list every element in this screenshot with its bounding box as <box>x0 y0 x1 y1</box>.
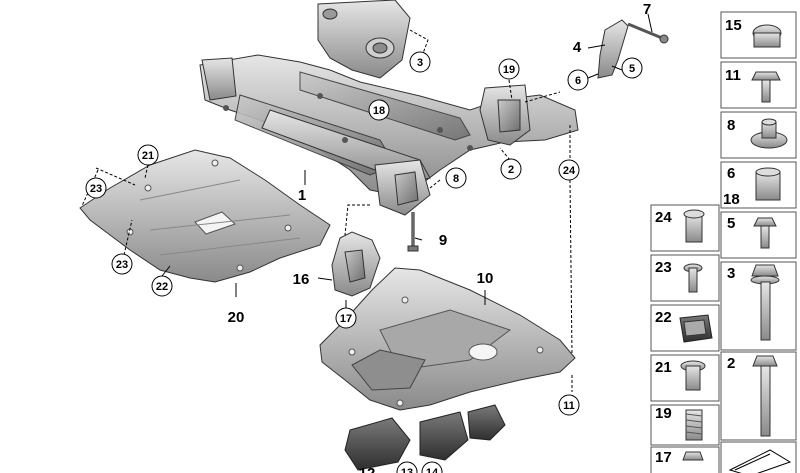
symbol-cell <box>720 441 797 473</box>
part-cell-5[interactable]: 5 <box>720 211 797 259</box>
svg-text:18: 18 <box>723 191 740 208</box>
svg-text:18: 18 <box>373 105 385 117</box>
svg-text:15: 15 <box>725 17 742 34</box>
callout-2[interactable]: 2 <box>500 158 522 180</box>
svg-text:23: 23 <box>90 183 102 195</box>
svg-text:11: 11 <box>725 67 741 84</box>
svg-text:8: 8 <box>727 117 735 134</box>
label-4[interactable]: 4 <box>573 39 582 56</box>
callout-21[interactable]: 21 <box>137 144 159 166</box>
svg-text:5: 5 <box>727 215 735 232</box>
parts-panel: 15 11 8 6 18 24 <box>650 11 797 473</box>
bracket-part-16[interactable] <box>331 231 381 297</box>
front-axle-subframe[interactable] <box>199 0 579 216</box>
callout-13[interactable]: 13 <box>396 461 418 473</box>
svg-text:2: 2 <box>727 355 735 372</box>
svg-text:8: 8 <box>453 173 459 185</box>
svg-text:21: 21 <box>142 150 154 162</box>
svg-text:3: 3 <box>727 265 735 282</box>
callout-23a[interactable]: 23 <box>85 177 107 199</box>
label-20[interactable]: 20 <box>228 309 245 326</box>
underbody-shield-part-20[interactable] <box>79 149 331 283</box>
svg-text:21: 21 <box>655 359 672 376</box>
svg-text:23: 23 <box>655 259 672 276</box>
part-cell-24[interactable]: 24 <box>650 204 720 252</box>
svg-text:11: 11 <box>563 400 575 412</box>
callout-17[interactable]: 17 <box>335 307 357 329</box>
callout-23b[interactable]: 23 <box>111 253 133 275</box>
leader-lines <box>81 13 653 392</box>
diagram-illustration: 3 18 19 6 5 2 24 8 21 23 23 22 17 11 13 … <box>79 0 669 473</box>
part-cell-22[interactable]: 22 <box>650 304 720 352</box>
bolt-part-9[interactable] <box>407 212 419 252</box>
label-1[interactable]: 1 <box>298 187 306 204</box>
label-16[interactable]: 16 <box>293 271 310 288</box>
svg-text:6: 6 <box>727 165 735 182</box>
bolt-part-7[interactable] <box>627 22 669 44</box>
label-9[interactable]: 9 <box>439 232 447 249</box>
svg-text:3: 3 <box>417 57 423 69</box>
part-cell-2[interactable]: 2 <box>720 351 797 441</box>
part-cell-21[interactable]: 21 <box>650 354 720 402</box>
svg-text:19: 19 <box>503 64 515 76</box>
part-cell-19[interactable]: 19 <box>650 404 720 446</box>
label-12[interactable]: 12 <box>359 465 376 473</box>
svg-text:5: 5 <box>629 63 635 75</box>
callout-14[interactable]: 14 <box>421 461 443 473</box>
callout-5[interactable]: 5 <box>621 57 643 79</box>
callout-6[interactable]: 6 <box>567 69 589 91</box>
svg-text:24: 24 <box>655 209 672 226</box>
svg-text:6: 6 <box>575 75 581 87</box>
callout-11[interactable]: 11 <box>558 394 580 416</box>
underbody-panel-part-10[interactable] <box>319 267 576 411</box>
svg-text:13: 13 <box>401 467 413 473</box>
svg-text:17: 17 <box>340 313 352 325</box>
callout-22[interactable]: 22 <box>151 275 173 297</box>
svg-text:22: 22 <box>655 309 672 326</box>
part-cell-17[interactable]: 17 <box>650 446 720 473</box>
part-cell-23[interactable]: 23 <box>650 254 720 302</box>
label-10[interactable]: 10 <box>477 270 494 287</box>
part-cell-8[interactable]: 8 <box>720 111 797 159</box>
callout-18[interactable]: 18 <box>368 99 390 121</box>
callout-labels: 3 18 19 6 5 2 24 8 21 23 23 22 17 11 13 … <box>85 1 651 473</box>
callout-3[interactable]: 3 <box>409 51 431 73</box>
svg-text:23: 23 <box>116 259 128 271</box>
svg-text:19: 19 <box>655 405 672 422</box>
svg-text:14: 14 <box>426 467 439 473</box>
svg-text:17: 17 <box>655 449 672 466</box>
svg-text:24: 24 <box>563 165 576 177</box>
lower-cover-parts[interactable] <box>344 404 506 471</box>
callout-24[interactable]: 24 <box>558 159 580 181</box>
part-cell-6-18[interactable]: 6 18 <box>720 161 797 209</box>
part-cell-15[interactable]: 15 <box>720 11 797 59</box>
callout-19[interactable]: 19 <box>498 58 520 80</box>
label-7[interactable]: 7 <box>643 1 651 18</box>
part-cell-11[interactable]: 11 <box>720 61 797 109</box>
part-cell-3[interactable]: 3 <box>720 261 797 351</box>
svg-text:22: 22 <box>156 281 168 293</box>
svg-text:2: 2 <box>508 164 514 176</box>
callout-8[interactable]: 8 <box>445 167 467 189</box>
